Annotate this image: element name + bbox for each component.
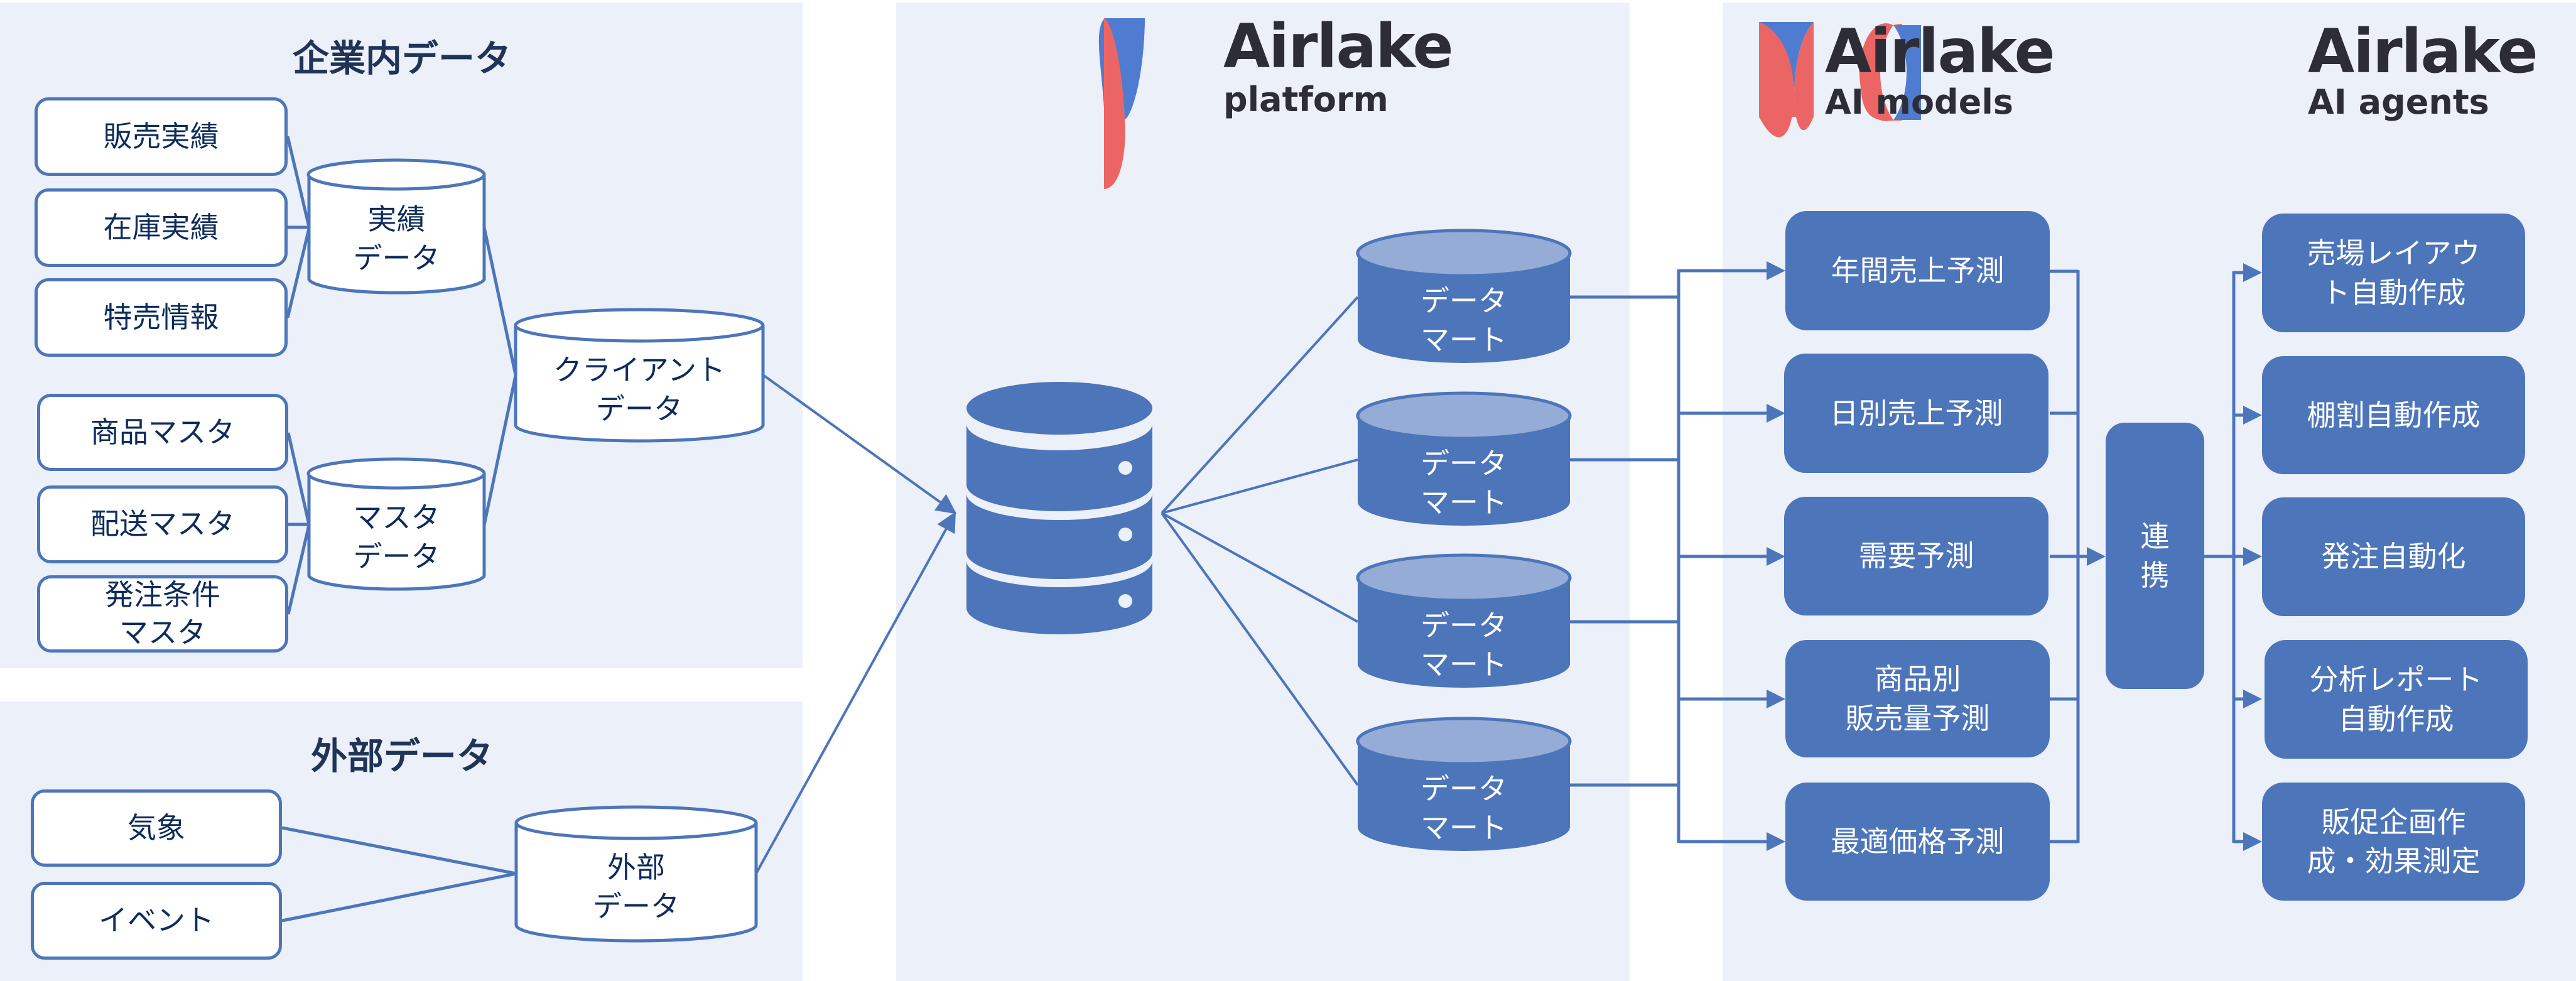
ai-agent-analysis-report[interactable]: 分析レポート 自動作成 — [2265, 640, 2528, 759]
data-mart-cylinder-4 — [1356, 717, 1572, 851]
ai-models-brand-name: Airlake — [1825, 16, 2055, 87]
client-db-cylinder — [514, 308, 765, 443]
external-data-label[interactable]: 外部 データ — [593, 850, 679, 923]
database-server-icon — [966, 382, 1152, 634]
edge-master-to-client — [482, 375, 517, 526]
source-box-event[interactable]: イベント — [31, 882, 282, 960]
data-mart-label-4[interactable]: データ マート — [1421, 771, 1507, 845]
ai-agents-brand-name: Airlake — [2308, 16, 2538, 87]
edge-platform-to-mart-3 — [1161, 512, 1358, 623]
integration-box[interactable]: 連 携 — [2106, 423, 2204, 689]
source-box-order-condition-master[interactable]: 発注条件 マスタ — [37, 575, 288, 653]
ai-agent-promotion-planning[interactable]: 販促企画作 成・効果測定 — [2262, 783, 2525, 901]
airlake-ai-models-logo-icon — [1759, 22, 1814, 138]
ai-model-annual-sales-forecast[interactable]: 年間売上予測 — [1785, 211, 2050, 330]
ai-model-demand-forecast[interactable]: 需要予測 — [1784, 497, 2048, 615]
ai-agents-product-name: AI agents — [2308, 82, 2489, 122]
edge-weather-to-external — [281, 826, 517, 875]
ai-models-product-name: AI models — [1825, 82, 2013, 122]
performance-db-cylinder — [306, 158, 486, 295]
edge-promo-to-performance — [286, 228, 311, 318]
edge-client-to-platform — [762, 374, 957, 514]
data-mart-label-2[interactable]: データ マート — [1421, 446, 1507, 519]
edge-product-to-master — [286, 432, 311, 525]
source-box-promotion-info[interactable]: 特売情報 — [35, 278, 288, 357]
ai-agent-store-layout[interactable]: 売場レイアウ ト自動作成 — [2262, 214, 2525, 332]
data-mart-cylinder-3 — [1356, 553, 1572, 688]
internal-data-title: 企業内データ — [292, 37, 511, 80]
ai-agent-order-automation[interactable]: 発注自動化 — [2262, 497, 2525, 616]
airlake-platform-logo-icon — [1098, 18, 1145, 189]
master-db-cylinder — [306, 457, 486, 591]
source-box-product-master[interactable]: 商品マスタ — [37, 394, 288, 471]
airlake-ai-agents-logo-icon — [1859, 23, 1921, 121]
edge-performance-to-client — [482, 227, 517, 376]
external-data-title: 外部データ — [310, 735, 493, 778]
source-box-weather[interactable]: 気象 — [31, 789, 282, 867]
ai-model-daily-sales-forecast[interactable]: 日別売上予測 — [1784, 354, 2048, 473]
edge-sales-to-performance — [286, 136, 311, 227]
ai-agent-shelf-allocation[interactable]: 棚割自動作成 — [2262, 356, 2525, 474]
ai-model-optimal-price-forecast[interactable]: 最適価格予測 — [1785, 783, 2050, 901]
master-data-label[interactable]: マスタ データ — [353, 500, 440, 573]
data-mart-label-1[interactable]: データ マート — [1421, 283, 1507, 357]
edge-platform-to-mart-2 — [1161, 458, 1358, 514]
client-data-label[interactable]: クライアント データ — [553, 352, 726, 426]
performance-data-label[interactable]: 実績 データ — [353, 202, 440, 275]
edge-platform-to-mart-1 — [1161, 296, 1359, 514]
ai-model-product-sales-volume-forecast[interactable]: 商品別 販売量予測 — [1785, 640, 2050, 757]
edge-order-to-master — [286, 524, 311, 615]
data-mart-label-3[interactable]: データ マート — [1421, 608, 1507, 681]
source-box-inventory-results[interactable]: 在庫実績 — [35, 188, 288, 267]
edge-event-to-external — [281, 872, 517, 923]
edge-external-to-platform — [755, 511, 956, 874]
data-mart-cylinder-2 — [1356, 391, 1572, 526]
edge-platform-to-mart-4 — [1161, 512, 1359, 786]
external-db-cylinder — [514, 805, 758, 943]
platform-product-name: platform — [1223, 80, 1388, 119]
source-box-sales-results[interactable]: 販売実績 — [35, 97, 288, 176]
data-mart-cylinder-1 — [1356, 229, 1572, 363]
source-box-delivery-master[interactable]: 配送マスタ — [37, 485, 288, 563]
platform-brand-name: Airlake — [1223, 11, 1454, 82]
